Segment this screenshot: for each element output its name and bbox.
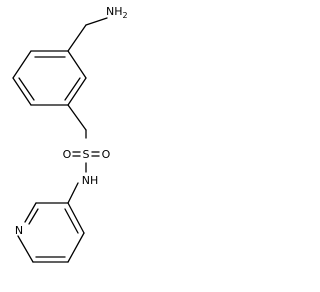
- pyridine-bond: [67, 232, 85, 263]
- ring-to-ch2-bond: [67, 104, 87, 131]
- amine-label-main: NH: [106, 5, 123, 18]
- ring-to-ch2-bond: [67, 24, 87, 52]
- amide-nh-label: NH: [82, 174, 99, 187]
- pyridine-bond: [24, 202, 37, 223]
- oxygen-right-label: O: [102, 148, 111, 161]
- pyridine-ring: [17, 202, 85, 263]
- pyridine-double-bond: [64, 208, 79, 234]
- benzene-double-bond: [64, 77, 81, 101]
- pyridine-double-bond: [28, 208, 39, 225]
- amine-label: NH2: [106, 5, 128, 20]
- chemical-structure: NH2 S O O NH N: [12, 5, 128, 263]
- benzene-ring: [12, 50, 87, 106]
- benzene-bond: [67, 77, 87, 106]
- pyridine-nitrogen-label: N: [15, 224, 23, 237]
- sulfur-label: S: [83, 148, 90, 161]
- oxygen-left-label: O: [63, 148, 72, 161]
- nh-to-pyridine-bond: [67, 182, 79, 204]
- pyridine-bond: [17, 235, 34, 263]
- benzene-double-bond: [18, 77, 35, 101]
- benzene-bond: [12, 77, 32, 106]
- ch2-to-nh2-bond: [85, 17, 108, 26]
- benzene-bond: [12, 50, 32, 79]
- amine-label-subscript: 2: [123, 11, 128, 20]
- benzene-bond: [67, 50, 87, 79]
- pyridine-bond: [67, 202, 85, 234]
